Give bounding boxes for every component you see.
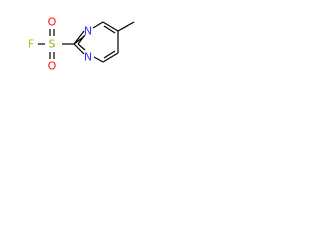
bond-n1-c6 bbox=[92, 21, 104, 29]
atom-s: S bbox=[49, 38, 56, 51]
atom-o-bottom: O bbox=[48, 60, 57, 73]
pyrimidine-sulfonyl-fluoride-structure: N N S O O F bbox=[28, 16, 135, 73]
bond-c2-n1-upper bbox=[73, 30, 85, 45]
bond-c4-c3 bbox=[102, 52, 119, 63]
atom-n-bottom: N bbox=[84, 51, 92, 64]
atom-f: F bbox=[28, 38, 34, 51]
atom-o-top: O bbox=[48, 16, 57, 29]
bond-c6-c5-inner bbox=[103, 25, 116, 34]
bond-c3-n3 bbox=[93, 56, 104, 63]
bond-c6-c5 bbox=[102, 21, 119, 32]
atom-n-top: N bbox=[84, 25, 92, 38]
bond-c4-c3-inner bbox=[103, 50, 116, 59]
bond-c5-methyl bbox=[117, 21, 135, 32]
bond-c2-n1-upper-inner bbox=[77, 34, 86, 45]
bond-n3-c2 bbox=[73, 43, 85, 55]
bond-n3-c2-inner bbox=[77, 43, 86, 51]
